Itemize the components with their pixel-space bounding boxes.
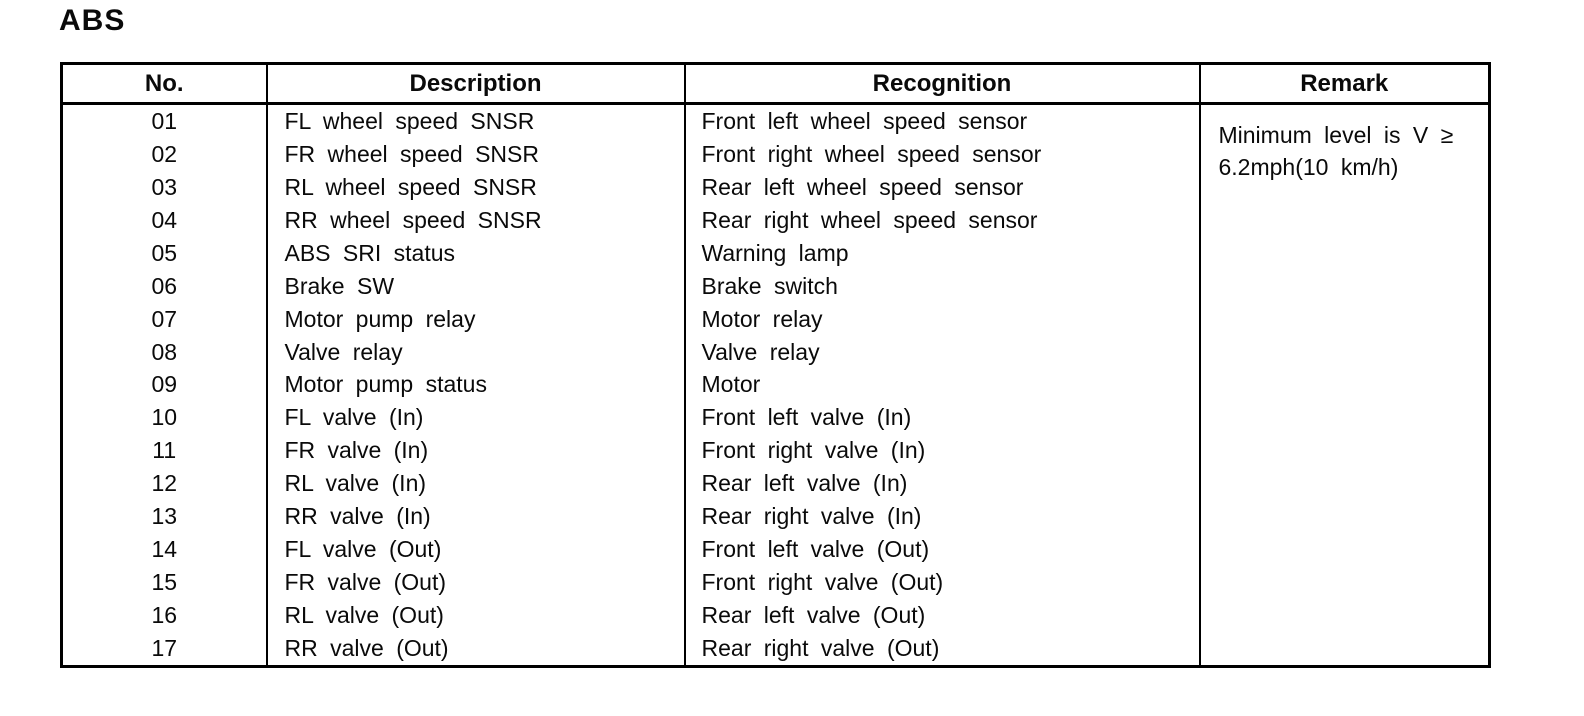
cell-recognition: Motor [683,368,1200,402]
abs-data-table: No. Description Recognition Remark 01 FL … [60,62,1491,668]
cell-no: 13 [151,502,178,529]
cell-no: 11 [152,437,177,464]
cell-recognition: Rear left valve (In) [683,467,1200,501]
cell-no: 10 [151,404,178,431]
cell-description: FL valve (In) [265,401,685,435]
table-row: 17 RR valve (Out)Rear right valve (Out) [62,631,1490,667]
cell-no: 14 [151,535,178,562]
table-row: 16 RL valve (Out)Rear left valve (Out) [62,598,1490,632]
column-header-recognition: Recognition [683,63,1200,105]
cell-description: RR valve (Out) [265,631,685,667]
cell-recognition: Front right valve (Out) [683,565,1200,599]
table-row: 14 FL valve (Out)Front left valve (Out) [62,532,1490,566]
cell-description: FL valve (Out) [265,532,685,566]
cell-description: Valve relay [265,335,685,369]
cell-recognition: Front right valve (In) [683,434,1200,468]
cell-description: FR valve (In) [265,434,685,468]
table-row: 15 FR valve (Out)Front right valve (Out) [62,565,1490,599]
cell-description: FR valve (Out) [265,565,685,599]
cell-description: Brake SW [265,269,685,303]
table-row: 12 RL valve (In)Rear left valve (In) [62,467,1490,501]
cell-no: 02 [151,141,178,168]
cell-recognition: Warning lamp [683,236,1200,270]
cell-no: 12 [151,470,178,497]
cell-recognition: Front right wheel speed sensor [683,138,1200,172]
cell-recognition: Front left valve (Out) [683,532,1200,566]
column-header-no: No. [61,63,267,105]
cell-description: Motor pump relay [265,302,685,336]
cell-no: 08 [151,338,178,365]
column-header-description: Description [265,63,685,105]
cell-description: FL wheel speed SNSR [265,103,685,139]
cell-recognition: Front left valve (In) [683,401,1200,435]
remark-line: 6.2mph(10 km/h) [1218,154,1399,180]
cell-description: RL valve (Out) [265,598,685,632]
cell-recognition: Rear left valve (Out) [683,598,1200,632]
table-header-row: No. Description Recognition Remark [61,63,1490,105]
cell-description: FR wheel speed SNSR [265,138,685,172]
cell-no: 16 [151,601,178,628]
cell-no: 15 [151,568,178,595]
page-title: ABS [59,4,126,37]
cell-recognition: Rear right valve (Out) [683,631,1200,667]
table-row: 13 RR valve (In)Rear right valve (In) [62,500,1490,533]
cell-description: RL wheel speed SNSR [265,171,685,204]
cell-recognition: Valve relay [683,335,1200,369]
cell-description: Motor pump status [265,368,685,402]
remark-line: Minimum level is V ≥ [1218,122,1454,148]
cell-recognition: Front left wheel speed sensor [683,103,1200,139]
cell-description: ABS SRI status [265,236,685,270]
cell-no: 17 [151,634,178,661]
cell-no: 06 [151,272,178,299]
cell-recognition: Rear left wheel speed sensor [683,171,1200,204]
cell-recognition: Rear right valve (In) [683,500,1200,533]
cell-no: 07 [151,305,178,332]
cell-no: 03 [151,174,178,201]
cell-no: 01 [151,108,178,135]
cell-recognition: Rear right wheel speed sensor [683,204,1200,237]
cell-no: 09 [151,371,178,398]
cell-description: RR valve (In) [265,500,685,533]
cell-description: RL valve (In) [265,467,685,501]
cell-recognition: Motor relay [683,302,1200,336]
table-row: 10 FL valve (In)Front left valve (In) [62,401,1490,435]
cell-no: 04 [151,206,178,233]
cell-description: RR wheel speed SNSR [265,204,685,237]
cell-remark: Minimum level is V ≥ 6.2mph(10 km/h) [1198,103,1490,667]
table-row: 11 FR valve (In)Front right valve (In) [62,434,1490,468]
column-header-remark: Remark [1198,63,1490,105]
cell-recognition: Brake switch [683,269,1200,303]
cell-no: 05 [151,239,178,266]
